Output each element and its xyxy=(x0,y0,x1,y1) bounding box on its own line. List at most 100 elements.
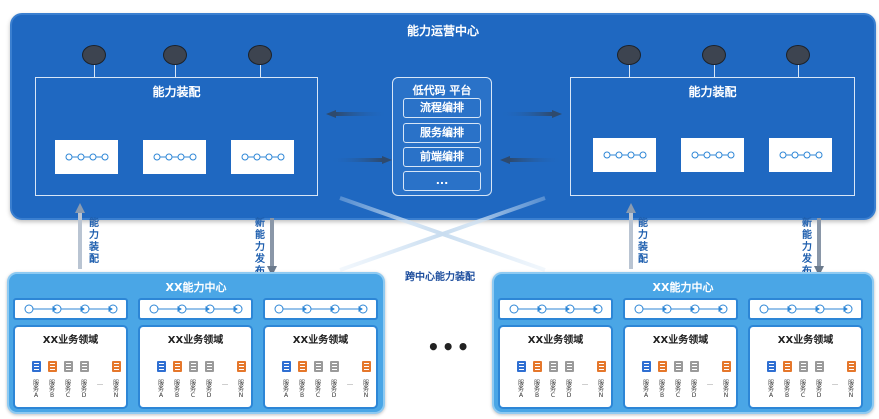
service-doc-icon xyxy=(189,361,198,372)
chain-box xyxy=(748,298,863,320)
node-icon xyxy=(702,45,726,65)
more-centers-ellipsis: ••• xyxy=(427,335,472,359)
service-label: … xyxy=(97,380,103,387)
arrow-icon xyxy=(814,266,824,276)
publish-label-left: 新能力发布 xyxy=(255,218,265,277)
left-assembly-title: 能力装配 xyxy=(152,85,201,99)
service-doc-icon xyxy=(815,361,824,372)
service-doc-icon xyxy=(549,361,558,372)
service-doc-icon xyxy=(205,361,214,372)
chain-box xyxy=(13,298,128,320)
service-doc-icon xyxy=(674,361,683,372)
service-label: 服务B xyxy=(658,380,665,399)
arrow-icon xyxy=(382,156,392,164)
flow-chain-icon xyxy=(153,153,196,161)
domain-title: XX业务领域 xyxy=(527,335,584,346)
service-doc-icon xyxy=(64,361,73,372)
service-label: 服务A xyxy=(32,380,39,399)
service-label: … xyxy=(222,380,228,387)
right-assembly-box xyxy=(570,77,855,196)
service-label: 服务C xyxy=(549,380,556,399)
business-domain: XX业务领域 服务A 服务B 服务C 服务D … 服务N xyxy=(748,325,863,409)
flow-chain-icon xyxy=(274,304,367,314)
service-doc-icon xyxy=(533,361,542,372)
arrow-shaft xyxy=(270,218,274,268)
flow-card xyxy=(143,140,206,174)
service-label: 服务C xyxy=(799,380,806,399)
business-domain: XX业务领域 服务A 服务B 服务C 服务D … 服务N xyxy=(138,325,253,409)
service-doc-icon xyxy=(157,361,166,372)
arrow-icon xyxy=(500,156,510,164)
flow-chain-icon xyxy=(759,304,852,314)
arrow-shaft xyxy=(78,213,82,269)
service-label: … xyxy=(582,380,588,387)
business-domain: XX业务领域 服务A 服务B 服务C 服务D … 服务N xyxy=(498,325,613,409)
chain-box xyxy=(623,298,738,320)
service-label: 服务B xyxy=(783,380,790,399)
arrow-shaft xyxy=(817,218,821,268)
service-doc-icon xyxy=(783,361,792,372)
service-label: 服务C xyxy=(314,380,321,399)
service-label: 服务A xyxy=(642,380,649,399)
center-title: XX能力中心 xyxy=(652,281,714,294)
service-doc-icon xyxy=(362,361,371,372)
business-domain: XX业务领域 服务A 服务B 服务C 服务D … 服务N xyxy=(13,325,128,409)
service-doc-icon xyxy=(722,361,731,372)
domain-title: XX业务领域 xyxy=(652,335,709,346)
service-label: 服务D xyxy=(690,380,697,399)
service-label: 服务D xyxy=(330,380,337,399)
service-doc-icon xyxy=(565,361,574,372)
service-doc-icon xyxy=(237,361,246,372)
assemble-label-left: 能力装配 xyxy=(89,218,99,265)
lowcode-item-more: ... xyxy=(403,171,481,191)
service-label: 服务N xyxy=(722,380,729,399)
service-label: 服务A xyxy=(157,380,164,399)
service-label: 服务N xyxy=(237,380,244,399)
flow-card xyxy=(55,140,118,174)
service-doc-icon xyxy=(642,361,651,372)
lowcode-item-service: 服务编排 xyxy=(403,123,481,143)
arrow-shaft xyxy=(510,158,562,162)
service-doc-icon xyxy=(597,361,606,372)
lowcode-title: 低代码 平台 xyxy=(412,84,472,97)
publish-label-right: 新能力发布 xyxy=(802,218,812,277)
flow-chain-icon xyxy=(24,304,117,314)
service-doc-icon xyxy=(112,361,121,372)
service-label: 服务B xyxy=(298,380,305,399)
service-label: 服务C xyxy=(189,380,196,399)
service-doc-icon xyxy=(330,361,339,372)
right-assembly-title: 能力装配 xyxy=(688,85,737,99)
service-doc-icon xyxy=(658,361,667,372)
chain-box xyxy=(263,298,378,320)
center-title: XX能力中心 xyxy=(165,281,227,294)
arrow-icon xyxy=(75,203,85,213)
flow-chain-icon xyxy=(65,153,108,161)
service-label: 服务B xyxy=(533,380,540,399)
flow-chain-icon xyxy=(509,304,602,314)
node-icon xyxy=(248,45,272,65)
left-assembly-box xyxy=(35,77,318,196)
assemble-label-right: 能力装配 xyxy=(638,218,648,265)
service-label: 服务D xyxy=(565,380,572,399)
domain-title: XX业务领域 xyxy=(777,335,834,346)
service-label: 服务A xyxy=(517,380,524,399)
domain-title: XX业务领域 xyxy=(42,335,99,346)
service-doc-icon xyxy=(48,361,57,372)
lowcode-item-process: 流程编排 xyxy=(403,98,481,118)
flow-card xyxy=(593,138,656,172)
service-label: 服务D xyxy=(205,380,212,399)
node-stem xyxy=(798,62,799,77)
node-stem xyxy=(94,62,95,77)
domain-title: XX业务领域 xyxy=(167,335,224,346)
service-label: 服务D xyxy=(80,380,87,399)
arrow-shaft xyxy=(629,213,633,269)
service-doc-icon xyxy=(298,361,307,372)
arrow-shaft xyxy=(330,158,382,162)
service-doc-icon xyxy=(799,361,808,372)
service-doc-icon xyxy=(690,361,699,372)
flow-card xyxy=(231,140,294,174)
service-label: 服务C xyxy=(64,380,71,399)
flow-chain-icon xyxy=(691,151,734,159)
node-stem xyxy=(714,62,715,77)
